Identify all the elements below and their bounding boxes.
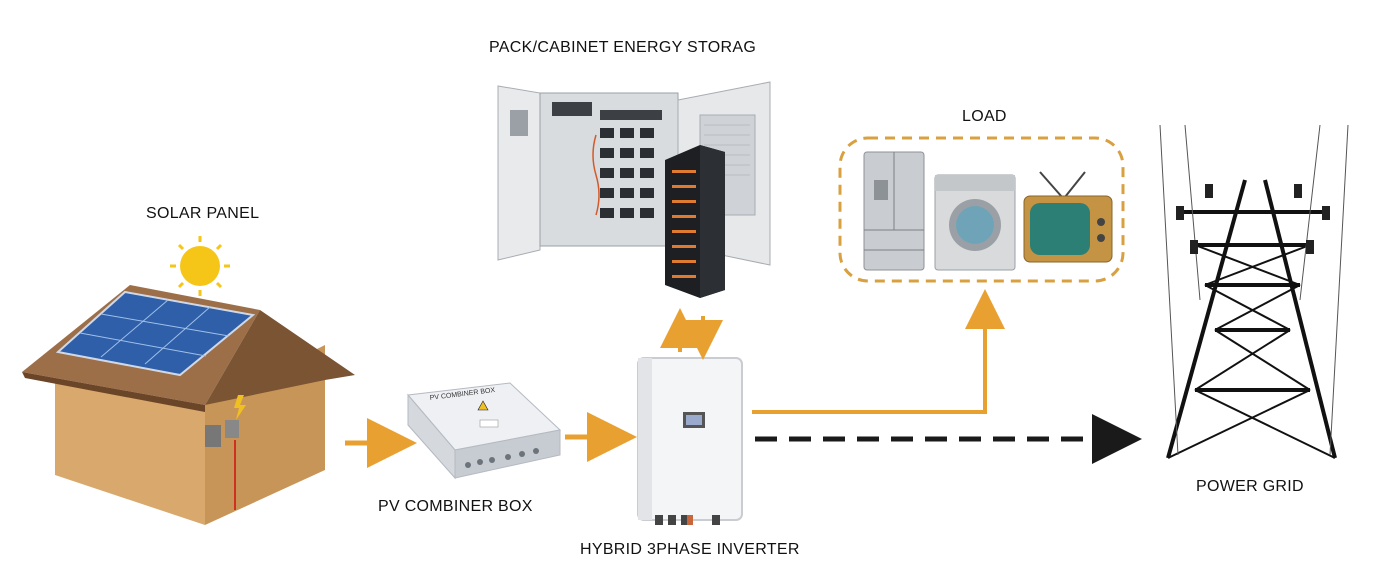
solar-panel-label: SOLAR PANEL: [146, 205, 260, 222]
inverter-icon: [637, 357, 743, 525]
load-label: LOAD: [962, 108, 1007, 125]
combiner-box-label: PV COMBINER BOX: [378, 498, 533, 515]
load-box: [838, 136, 1125, 283]
energy-cabinet-icon: [497, 81, 771, 266]
house-icon: [22, 285, 355, 525]
combiner-box-icon: [407, 382, 562, 480]
battery-rack-icon: [665, 145, 725, 298]
power-grid-label: POWER GRID: [1196, 478, 1304, 495]
washing-machine-icon: [934, 174, 1016, 271]
inverter-label: HYBRID 3PHASE INVERTER: [580, 541, 800, 558]
arrow-inverter-to-load: [752, 289, 1005, 414]
solar-panel-icon: [55, 290, 256, 377]
refrigerator-icon: [863, 151, 925, 271]
power-tower-icon: [1159, 124, 1349, 459]
storage-label: PACK/CABINET ENERGY STORAG: [489, 39, 757, 56]
tv-icon: [1023, 171, 1113, 263]
sun-icon: [170, 236, 230, 296]
